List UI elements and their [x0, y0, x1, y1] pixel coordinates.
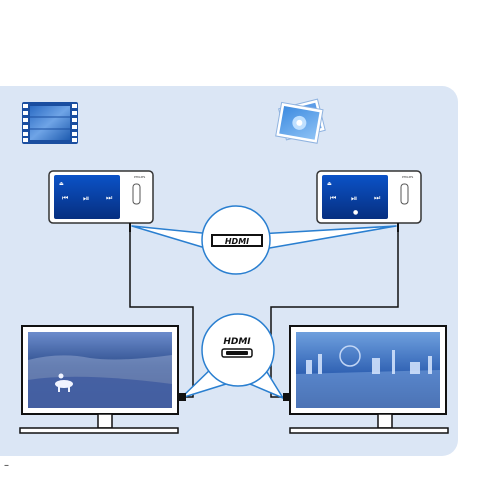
film-strip-icon — [22, 102, 78, 144]
left-media-player: ⏏ ⏮ ⏯ ⏭ PHILIPS — [49, 171, 153, 232]
player-brand-label: PHILIPS — [134, 175, 145, 179]
hdmi-logo-label: HDMI — [225, 237, 249, 246]
hdmi-callout-bottom: HDMI — [181, 314, 283, 398]
prev-icon: ⏮ — [62, 194, 68, 202]
player-brand-label: PHILIPS — [402, 175, 413, 179]
left-tv — [20, 326, 186, 433]
photos-icon — [276, 99, 325, 143]
eject-icon: ⏏ — [59, 181, 64, 187]
prev-icon: ⏮ — [330, 194, 336, 202]
hdmi-plug-right — [283, 393, 291, 401]
hdmi-logo-label: HDMI — [223, 337, 251, 347]
next-icon: ⏭ — [374, 194, 381, 202]
right-media-player: ⏏ ⏮ ⏯ ⏭ ● PHILIPS — [317, 171, 421, 232]
eject-icon: ⏏ — [327, 181, 332, 187]
right-tv — [283, 326, 448, 433]
hdmi-plug-left — [178, 393, 186, 401]
play-pause-icon: ⏯ — [351, 194, 357, 203]
play-pause-icon: ⏯ — [83, 194, 89, 203]
next-icon: ⏭ — [106, 194, 113, 202]
page-marker: – — [4, 460, 9, 471]
apple-icon: ● — [353, 209, 358, 216]
